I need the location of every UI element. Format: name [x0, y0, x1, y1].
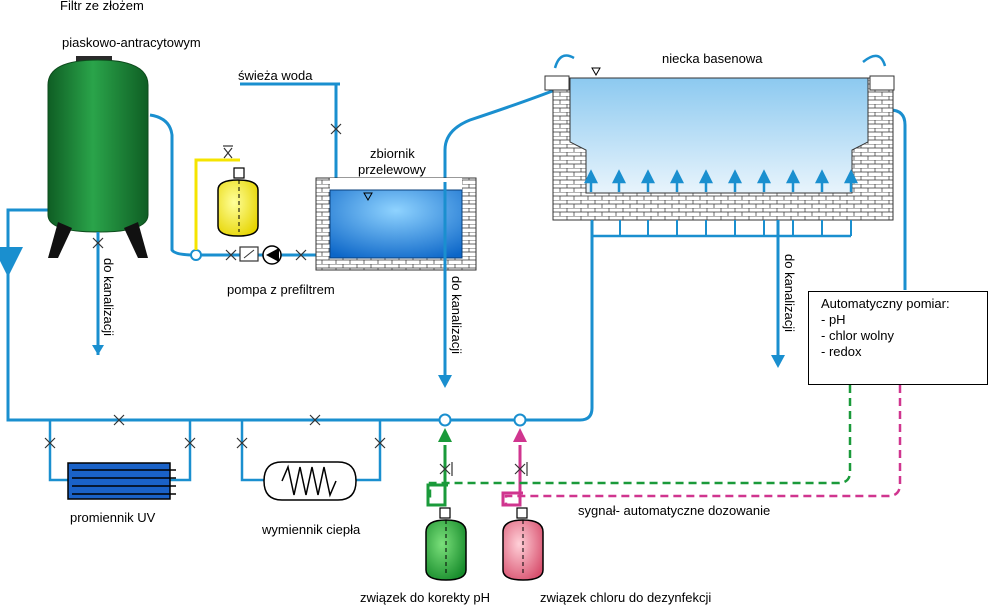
drain-tank-label: do kanalizacji: [449, 276, 464, 355]
filter-title-line2: piaskowo-antracytowym: [62, 35, 201, 50]
ph-dosing-label: związek do korekty pH: [360, 590, 491, 605]
tank-label-line1: zbiornik: [370, 146, 415, 161]
pool: [544, 54, 895, 368]
fresh-water-valve: [330, 123, 342, 135]
measurement-item-chlorine: - chlor wolny: [821, 328, 894, 343]
chlorine-dosing-label: związek chloru do dezynfekcji: [540, 590, 712, 605]
fresh-water-label: świeża woda: [238, 68, 313, 83]
heat-exchanger-label: wymiennik ciepła: [262, 522, 361, 537]
tank-label-line2: przelewowy: [358, 162, 426, 177]
overflow-tank: [315, 177, 477, 388]
pool-label: niecka basenowa: [662, 51, 763, 66]
junction-ph: [438, 413, 452, 427]
signal-line-chlorine: [504, 385, 902, 505]
drain-filter-label: do kanalizacji: [101, 258, 116, 337]
uv-label: promiennik UV: [70, 510, 156, 525]
loop-valves: [44, 414, 386, 449]
pump-with-prefilter: [190, 245, 307, 265]
signal-line-ph: [428, 385, 852, 500]
measurement-item-ph: - pH: [821, 312, 846, 327]
junction-chlorine: [513, 413, 527, 427]
measurement-item-redox: - redox: [821, 344, 862, 359]
measurement-box: Automatyczny pomiar: - pH - chlor wolny …: [808, 291, 988, 385]
heat-exchanger: [263, 461, 357, 501]
signal-label: sygnał- automatyczne dozowanie: [578, 503, 771, 518]
yellow-vessel: [194, 145, 259, 250]
pump-label: pompa z prefiltrem: [227, 282, 335, 297]
drain-pool-label: do kanalizacji: [782, 254, 797, 333]
measurement-title: Automatyczny pomiar:: [821, 296, 950, 311]
main-pipe: [6, 82, 594, 422]
uv-lamp: [67, 462, 176, 500]
chlorine-dosing: [501, 428, 544, 581]
bypass-branches: [48, 420, 382, 482]
sand-filter: [47, 56, 149, 355]
ph-dosing: [425, 428, 467, 581]
filter-title-line1: Filtr ze złożem: [60, 0, 144, 13]
